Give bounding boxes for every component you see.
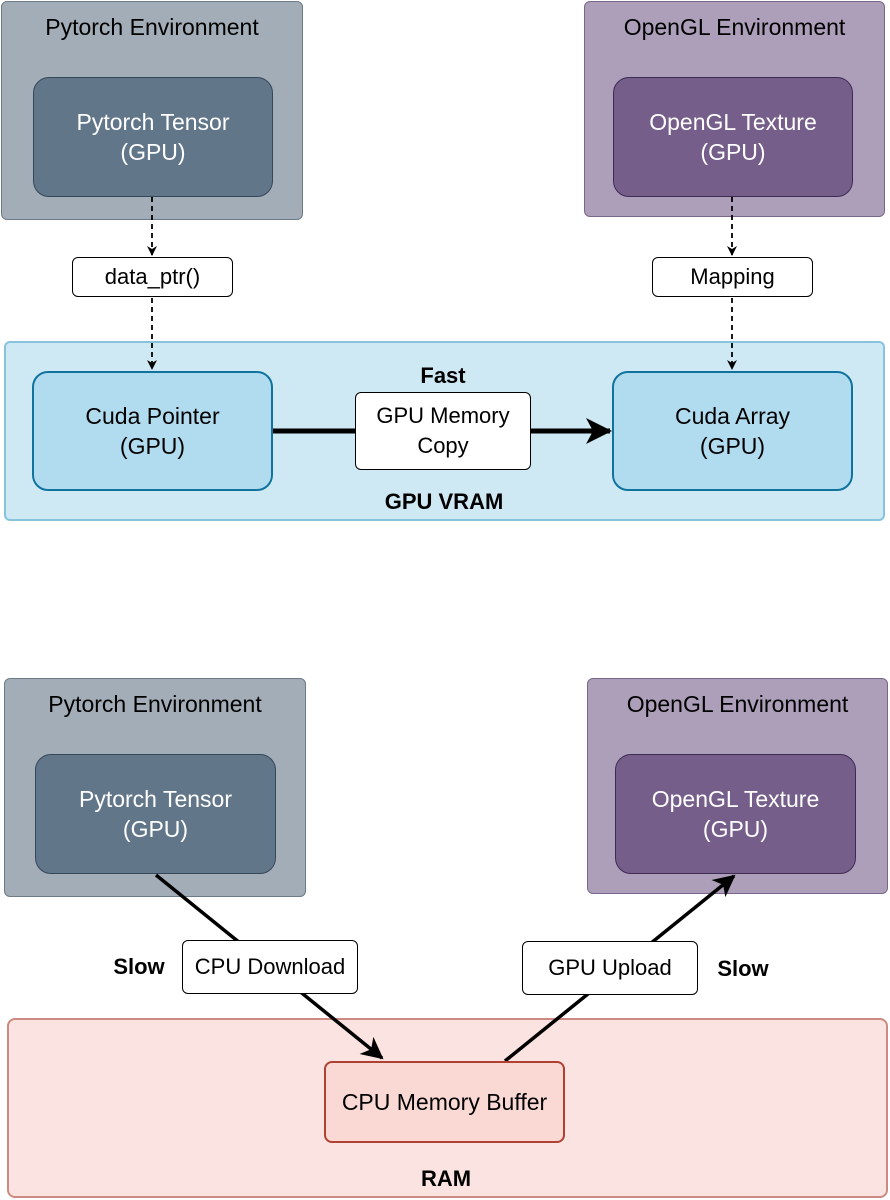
opengl-environment-top: OpenGL Environment OpenGL Texture (GPU) xyxy=(584,1,885,217)
mapping-label: Mapping xyxy=(652,257,813,297)
pytorch-tensor-sublabel: (GPU) xyxy=(122,816,189,842)
gpu-upload-label: GPU Upload xyxy=(522,941,698,995)
opengl-texture-sublabel: (GPU) xyxy=(702,816,769,842)
pytorch-environment-title: Pytorch Environment xyxy=(48,691,262,717)
cpu-memory-buffer-node: CPU Memory Buffer xyxy=(324,1061,565,1143)
pytorch-tensor-label: Pytorch Tensor xyxy=(76,109,230,135)
opengl-environment-title: OpenGL Environment xyxy=(623,14,846,40)
pytorch-tensor-node: Pytorch Tensor (GPU) xyxy=(35,754,276,874)
cuda-pointer-label: Cuda Pointer xyxy=(85,403,220,429)
opengl-texture-node: OpenGL Texture (GPU) xyxy=(613,77,853,197)
cuda-array-sublabel: (GPU) xyxy=(699,433,766,459)
gpu-vram-title: GPU VRAM xyxy=(384,489,504,514)
gpu-memory-copy-line1: GPU Memory xyxy=(376,403,510,428)
pytorch-tensor-sublabel: (GPU) xyxy=(120,139,186,165)
pytorch-environment-top: Pytorch Environment Pytorch Tensor (GPU) xyxy=(1,1,303,220)
opengl-texture-sublabel: (GPU) xyxy=(700,139,766,165)
opengl-environment-title: OpenGL Environment xyxy=(626,691,849,717)
download-slow-label: Slow xyxy=(113,954,165,979)
cpu-download-label: CPU Download xyxy=(182,940,358,994)
cuda-array-label: Cuda Array xyxy=(674,403,791,429)
gpu-memory-copy-line2: Copy xyxy=(417,433,469,458)
pytorch-environment-title: Pytorch Environment xyxy=(45,14,259,40)
ram-title: RAM xyxy=(420,1166,472,1191)
upload-slow-label: Slow xyxy=(717,956,769,981)
pytorch-tensor-node: Pytorch Tensor (GPU) xyxy=(33,77,273,197)
opengl-environment-bottom: OpenGL Environment OpenGL Texture (GPU) xyxy=(587,678,888,894)
fast-label: Fast xyxy=(420,363,466,388)
data-ptr-label: data_ptr() xyxy=(72,257,233,297)
cuda-pointer-sublabel: (GPU) xyxy=(119,433,186,459)
gpu-memory-copy-label: GPU Memory Copy xyxy=(355,392,531,470)
opengl-texture-label: OpenGL Texture xyxy=(651,786,820,812)
pytorch-environment-bottom: Pytorch Environment Pytorch Tensor (GPU) xyxy=(4,678,306,897)
opengl-texture-node: OpenGL Texture (GPU) xyxy=(615,754,856,874)
cuda-array-node: Cuda Array (GPU) xyxy=(612,371,853,491)
pytorch-tensor-label: Pytorch Tensor xyxy=(79,786,232,812)
opengl-texture-label: OpenGL Texture xyxy=(649,109,817,135)
cuda-pointer-node: Cuda Pointer (GPU) xyxy=(32,371,273,491)
